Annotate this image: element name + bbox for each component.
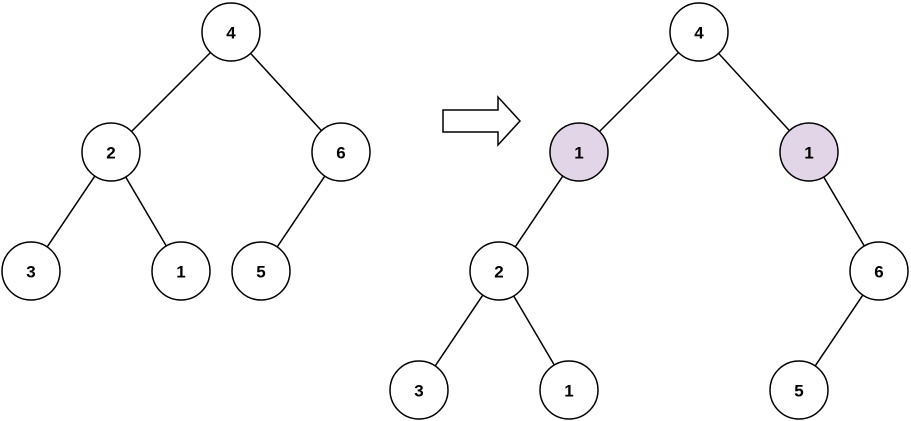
node-circle xyxy=(849,241,909,301)
node-label: 1 xyxy=(804,144,813,163)
edges-layer xyxy=(46,51,865,367)
tree-node: 3 xyxy=(1,241,61,301)
tree-node: 4 xyxy=(201,2,261,62)
tree-node: 1 xyxy=(151,241,211,301)
tree-node: 6 xyxy=(311,122,371,182)
tree-edge xyxy=(276,175,326,248)
node-label: 4 xyxy=(694,24,704,43)
tree-node: 2 xyxy=(469,241,529,301)
node-label: 4 xyxy=(226,24,236,43)
node-label: 3 xyxy=(26,263,35,282)
node-label: 3 xyxy=(414,382,423,401)
node-circle xyxy=(231,241,291,301)
tree-edge xyxy=(130,51,212,133)
node-label: 1 xyxy=(176,263,185,282)
node-label: 1 xyxy=(574,144,583,163)
node-label: 1 xyxy=(564,382,573,401)
right-arrow-icon xyxy=(442,95,522,147)
node-circle xyxy=(311,122,371,182)
tree-edge xyxy=(598,51,680,133)
node-circle xyxy=(389,360,449,420)
node-circle xyxy=(769,360,829,420)
node-circle xyxy=(469,241,529,301)
node-label: 5 xyxy=(256,263,265,282)
node-circle xyxy=(539,360,599,420)
node-circle xyxy=(151,241,211,301)
tree-edge xyxy=(718,52,790,132)
tree-node: 4 xyxy=(669,2,729,62)
tree-edge xyxy=(814,294,864,367)
tree-edge xyxy=(46,175,96,248)
node-label: 2 xyxy=(106,144,115,163)
highlighted-node-circle xyxy=(549,122,609,182)
node-label: 2 xyxy=(494,263,503,282)
tree-edge xyxy=(823,176,865,247)
tree-edge xyxy=(250,52,322,132)
tree-edge xyxy=(514,175,564,248)
tree-node: 5 xyxy=(769,360,829,420)
tree-node: 1 xyxy=(539,360,599,420)
tree-node: 1 xyxy=(779,122,839,182)
node-circle xyxy=(81,122,141,182)
node-label: 6 xyxy=(336,144,345,163)
node-circle xyxy=(669,2,729,62)
tree-node: 3 xyxy=(389,360,449,420)
highlighted-node-circle xyxy=(779,122,839,182)
tree-node: 2 xyxy=(81,122,141,182)
node-circle xyxy=(1,241,61,301)
tree-edge xyxy=(434,294,484,367)
node-circle xyxy=(201,2,261,62)
tree-edge xyxy=(125,176,167,247)
tree-node: 6 xyxy=(849,241,909,301)
tree-node: 1 xyxy=(549,122,609,182)
node-label: 5 xyxy=(794,382,803,401)
tree-edge xyxy=(513,295,555,366)
node-label: 6 xyxy=(874,263,883,282)
tree-node: 5 xyxy=(231,241,291,301)
